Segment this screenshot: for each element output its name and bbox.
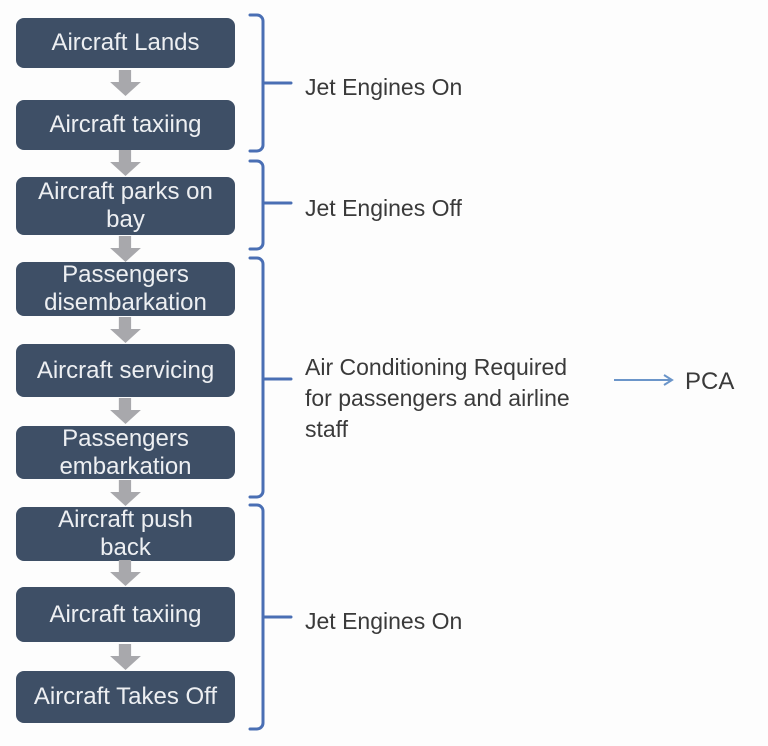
flow-step-box-aircraft-lands: Aircraft Lands — [16, 18, 235, 68]
flow-step-label: Aircraft taxiing — [49, 111, 202, 139]
down-arrow-icon — [110, 236, 141, 262]
brace-bracket-icon-group4 — [248, 503, 293, 731]
flow-step-label: Aircraft servicing — [36, 356, 215, 384]
brace-bracket-icon-group1 — [248, 13, 293, 153]
group-label-jet-engines-on-bottom: Jet Engines On — [305, 608, 463, 634]
flow-step-box-aircraft-parks-on-bay: Aircraft parks on bay — [16, 177, 235, 235]
brace-bracket-icon-group3 — [248, 256, 293, 499]
brace-bracket-icon-group2 — [248, 159, 293, 251]
flow-step-box-aircraft-taxiing-in: Aircraft taxiing — [16, 100, 235, 150]
group-label-jet-engines-off: Jet Engines Off — [305, 195, 462, 221]
flow-step-box-aircraft-taxiing-out: Aircraft taxiing — [16, 587, 235, 642]
down-arrow-icon — [110, 398, 141, 424]
group-label-air-conditioning-required: Air Conditioning Required for passengers… — [305, 354, 570, 442]
down-arrow-icon — [110, 644, 141, 670]
flow-step-label: Aircraft Takes Off — [33, 683, 218, 711]
flow-step-label: Aircraft push back — [58, 506, 193, 561]
flow-step-label: Aircraft taxiing — [49, 600, 202, 628]
group-label-jet-engines-on-top: Jet Engines On — [305, 74, 463, 100]
flow-step-box-aircraft-servicing: Aircraft servicing — [16, 344, 235, 397]
flow-step-label: Aircraft parks on bay — [38, 178, 213, 233]
flow-step-box-passengers-disembarkation: Passengers disembarkation — [16, 261, 235, 316]
flow-step-box-aircraft-push-back: Aircraft push back — [16, 506, 235, 561]
down-arrow-icon — [110, 150, 141, 176]
flow-step-label: Passengers embarkation — [59, 424, 192, 480]
flow-step-box-aircraft-takes-off: Aircraft Takes Off — [16, 671, 235, 723]
flow-step-box-passengers-embarkation: Passengers embarkation — [16, 424, 235, 480]
down-arrow-icon — [110, 560, 141, 586]
down-arrow-icon — [110, 70, 141, 96]
down-arrow-icon — [110, 317, 141, 343]
flow-step-label: Aircraft Lands — [51, 29, 200, 57]
pca-label: PCA — [685, 368, 735, 395]
pca-arrow-icon — [614, 374, 674, 386]
flow-step-label: Passengers disembarkation — [44, 261, 207, 316]
down-arrow-icon — [110, 480, 141, 506]
